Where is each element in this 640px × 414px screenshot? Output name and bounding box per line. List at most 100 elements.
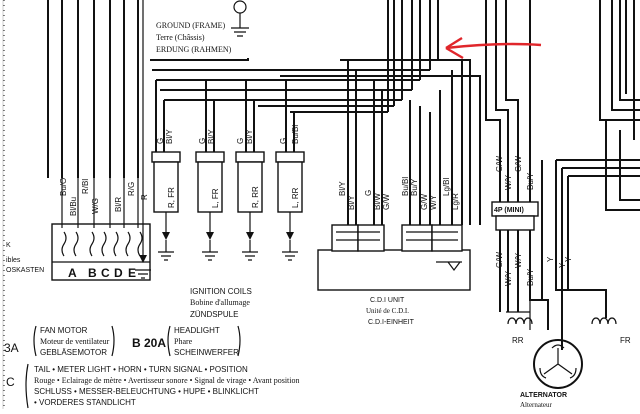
- wire-label: Bu/Y: [410, 178, 419, 196]
- wire-label: G: [156, 138, 165, 144]
- tail-title-fr: Rouge • Eclairage de mètre • Avertisseur…: [34, 376, 300, 385]
- cdi-unit: [317, 224, 471, 291]
- connector-4p-top-labels: G/W W/Y G/W Bu/Y: [495, 156, 535, 190]
- right-harness: [485, 0, 640, 350]
- tail-title-de: SCHLUSS • MESSER-BELEUCHTUNG • HUPE • BL…: [34, 387, 259, 396]
- legend: 3A C FAN MOTOR Moteur de ventilateur GEB…: [4, 325, 300, 409]
- alternator-title-fr: Alternateur: [520, 401, 553, 409]
- wire-label: R/Bl: [81, 179, 90, 194]
- wire-label: W/Y: [514, 252, 523, 268]
- wire-label: R: [140, 194, 149, 200]
- headlight-code: B 20A: [132, 336, 166, 350]
- ground-label-fr: Terre (Châssis): [156, 33, 205, 42]
- wire-label: Y: [558, 262, 567, 268]
- coil-label: R, FR: [167, 187, 176, 208]
- cdi-title-fr: Unité de C.D.I.: [366, 307, 409, 315]
- connector-4p: 4P (MINI): [491, 201, 539, 231]
- fan-title-en: FAN MOTOR: [40, 326, 88, 335]
- wire-label: G: [236, 138, 245, 144]
- coil-label: L, RR: [291, 187, 300, 208]
- left-wire-bundle: [47, 0, 144, 195]
- ignition-coil-4: [275, 151, 305, 261]
- wire-label: Bl/Y: [245, 129, 254, 144]
- wire-label: Lg/R: [451, 193, 460, 210]
- cdi-title-en: C.D.I UNIT: [370, 297, 405, 304]
- legend-fragment: C: [6, 375, 15, 389]
- ignition-coil-1: [151, 151, 181, 261]
- ignition-coil-2: [195, 151, 225, 261]
- main-harness: [150, 0, 481, 225]
- wire-label: Bu/Bl: [291, 125, 300, 144]
- wire-label: Bl/Y: [338, 181, 347, 196]
- alternator: [533, 339, 583, 389]
- ground-label-en: GROUND (FRAME): [156, 21, 225, 30]
- connector-4p-bottom-labels: G/W W/Y W/Y Bu/Y Y Y Y: [495, 252, 573, 286]
- wire-label: G: [279, 138, 288, 144]
- fuse-letter-b: B: [88, 266, 97, 280]
- wire-label: W/G: [91, 198, 100, 214]
- tail-title-en: TAIL • METER LIGHT • HORN • TURN SIGNAL …: [34, 365, 248, 374]
- fusebox-ground: [135, 195, 151, 279]
- coil-label: R, RR: [251, 186, 260, 208]
- connector-4p-label: 4P (MINI): [494, 207, 524, 214]
- wire-label: Bl/Y: [347, 195, 356, 210]
- wire-label: Y: [564, 256, 573, 262]
- cdi-wire-labels: Bl/Y Bl/Y G Bl/W G/W Bu/Bl Bu/Y G/W W/Y …: [338, 177, 460, 210]
- ignition-coil-3: [235, 151, 265, 261]
- headlight-title-de: SCHEINWERFER: [174, 348, 239, 357]
- ground-symbol: [231, 0, 249, 37]
- coils-title-de: ZÜNDSPULE: [190, 310, 238, 319]
- fan-title-fr: Moteur de ventilateur: [40, 337, 110, 346]
- fuse-letter-c: C: [101, 266, 110, 280]
- fusebox-fragment: ibles: [6, 257, 21, 264]
- fuse-letter-d: D: [114, 266, 123, 280]
- fr-label: FR: [620, 336, 631, 345]
- wire-label: G/W: [495, 156, 504, 172]
- wire-label: G/W: [514, 156, 523, 172]
- wire-label: Bu/Y: [526, 172, 535, 190]
- wire-label: G/W: [420, 194, 429, 210]
- wire-label: Y: [546, 256, 555, 262]
- wire-label: R/G: [127, 182, 136, 196]
- wire-label: Bl/Bu: [69, 197, 78, 216]
- cdi-title-de: C.D.I-EINHEIT: [368, 319, 415, 326]
- rr-coil: RR: [507, 317, 533, 345]
- fuse-box: A B C D E: [51, 178, 151, 281]
- annotation-arrow: [445, 36, 542, 60]
- fr-coil: FR: [591, 317, 631, 345]
- fuse-letter-a: A: [68, 266, 77, 280]
- coils-title-fr: Bobine d'allumage: [190, 298, 250, 307]
- wire-label: Bl/W: [373, 193, 382, 210]
- wire-label: Lg/Bl: [442, 178, 451, 196]
- tail-title-de2: • VORDERES STANDLICHT: [34, 398, 136, 407]
- wire-label: W/Y: [429, 194, 438, 210]
- headlight-title-fr: Phare: [174, 337, 193, 346]
- ground-label-de: ERDUNG (RAHMEN): [156, 45, 232, 54]
- fusebox-fragment: OSKASTEN: [6, 267, 44, 274]
- fusebox-wire-labels: Bu/O Bl/Bu R/Bl W/G Bl/R R/G R: [59, 178, 149, 216]
- wire-label: G: [364, 190, 373, 196]
- wire-label: G/W: [495, 252, 504, 268]
- wire-label: Bl/Y: [165, 129, 174, 144]
- wire-label: G: [198, 138, 207, 144]
- headlight-title-en: HEADLIGHT: [174, 326, 220, 335]
- fusebox-fragment: K: [6, 242, 11, 249]
- alternator-title-en: ALTERNATOR: [520, 392, 567, 399]
- coils-title-en: IGNITION COILS: [190, 287, 252, 296]
- wire-label: W/Y: [504, 270, 513, 286]
- wire-label: Bu/Y: [526, 268, 535, 286]
- coil-labels: R, FR L, FR R, RR L, RR: [167, 186, 300, 208]
- wire-label: Bl/R: [114, 197, 123, 212]
- wire-label: W/Y: [504, 174, 513, 190]
- fuse-letter-e: E: [128, 266, 136, 280]
- rr-label: RR: [512, 336, 524, 345]
- fan-title-de: GEBLÄSEMOTOR: [40, 348, 107, 357]
- coil-label: L, FR: [211, 188, 220, 208]
- coil-connector-labels: G Bl/Y G Bl/Y G Bl/Y G Bu/Bl: [156, 125, 300, 144]
- wire-label: Bu/O: [59, 178, 68, 196]
- wire-label: Bl/Y: [207, 129, 216, 144]
- wire-label: G/W: [382, 194, 391, 210]
- legend-fragment: 3A: [4, 341, 19, 355]
- wire-label: Bu/Bl: [401, 177, 410, 196]
